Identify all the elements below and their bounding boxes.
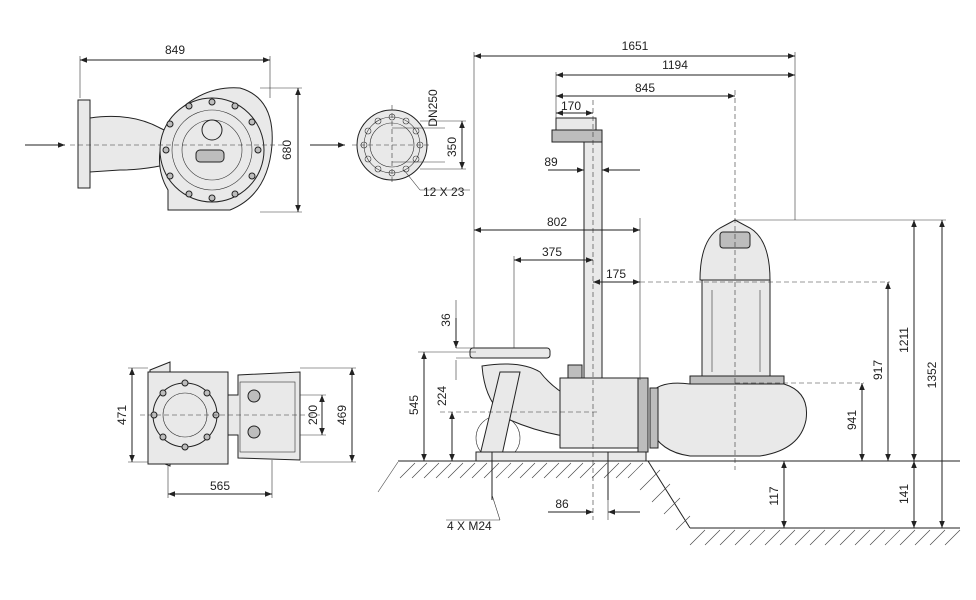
inlet-flange [77,99,91,189]
dim-86: 86 [555,497,569,511]
dim-917: 917 [871,360,885,380]
lifting-handle [719,231,751,249]
dim-941: 941 [845,410,859,430]
volute-casing [649,382,808,457]
dim-117: 117 [767,486,781,505]
base-view: 471 469 200 565 [115,361,356,498]
dim-845: 845 [635,81,655,95]
dim-200: 200 [306,405,320,425]
dim-350: 350 [445,137,459,157]
dim-170: 170 [561,99,581,113]
dim-141: 141 [897,484,911,504]
dim-802: 802 [547,215,567,229]
upper-bracket [551,129,603,143]
base-guide-block [227,371,301,461]
housing-bolts [162,98,262,202]
dim-469: 469 [335,405,349,425]
dim-dn250: DN250 [426,89,440,127]
dim-1352: 1352 [925,361,939,388]
dim-849: 849 [165,43,185,57]
dim-175: 175 [606,267,626,281]
top-view: 849 680 [25,43,345,213]
base-plate [475,451,647,462]
lifting-eye [195,149,225,163]
dim-680: 680 [280,140,294,160]
dim-545: 545 [407,395,421,415]
dim-12x23: 12 X 23 [423,185,465,199]
outlet-flange [469,347,551,359]
dim-1194: 1194 [662,58,688,72]
dim-565: 565 [210,479,230,493]
dim-224: 224 [435,386,449,406]
dim-375: 375 [542,245,562,259]
dim-4xm24: 4 X M24 [447,519,492,533]
dim-1211: 1211 [897,327,911,353]
dim-1651: 1651 [622,39,649,53]
side-view: 1651 1194 845 170 89 802 375 175 86 36 5 [377,39,961,546]
dim-36: 36 [439,313,453,327]
flange-view: DN250 350 12 X 23 [352,89,470,199]
motor-body [701,279,771,377]
dim-89: 89 [544,155,558,169]
dim-471: 471 [115,405,129,425]
